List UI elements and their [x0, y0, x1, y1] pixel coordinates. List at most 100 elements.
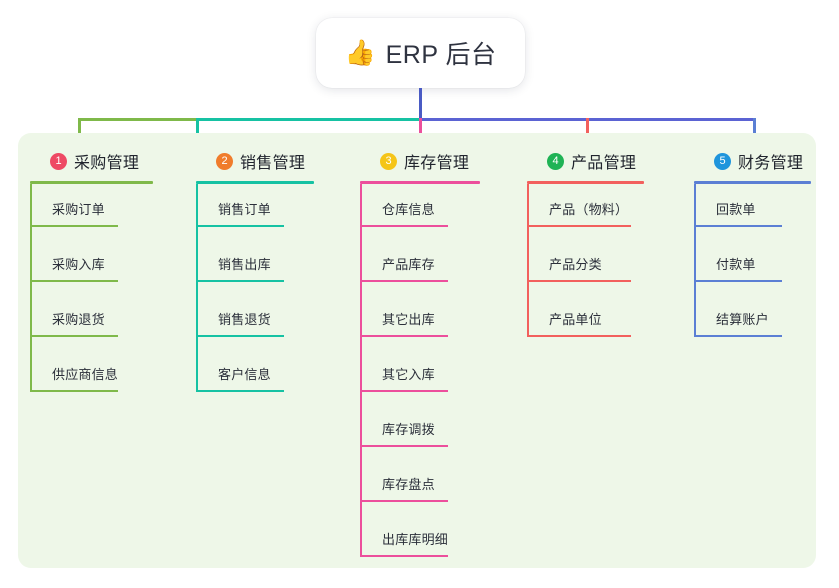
branch-item-label: 其它入库	[382, 367, 435, 382]
branch-item[interactable]: 库存调拨	[360, 404, 480, 459]
branch-item[interactable]: 采购入库	[30, 239, 153, 294]
branch-item-label: 产品单位	[549, 312, 602, 327]
branch-item[interactable]: 结算账户	[694, 294, 811, 349]
branch-trunk-line	[30, 184, 32, 392]
branch-item-underline	[360, 225, 448, 227]
branch-item[interactable]: 其它出库	[360, 294, 480, 349]
branch-item-label: 采购入库	[52, 257, 105, 272]
branch-item-label: 采购订单	[52, 202, 105, 217]
column-underline	[694, 181, 811, 184]
column-underline	[360, 181, 480, 184]
branch-item-label: 产品（物料）	[549, 202, 629, 217]
thumbs-up-icon: 👍	[344, 38, 376, 67]
column-header-5[interactable]: 5 财务管理	[694, 146, 811, 176]
branch-item-underline	[196, 335, 284, 337]
column-header-4[interactable]: 4 产品管理	[527, 146, 644, 176]
branch-item-underline	[360, 500, 448, 502]
column-header-1[interactable]: 1 采购管理	[30, 146, 153, 176]
branch-list: 产品（物料） 产品分类产品单位	[527, 184, 644, 349]
column-title-label: 库存管理	[404, 155, 470, 172]
branch-list: 回款单付款单结算账户	[694, 184, 811, 349]
branch-item-underline	[360, 445, 448, 447]
branch-item[interactable]: 其它入库	[360, 349, 480, 404]
branch-item-label: 产品分类	[549, 257, 602, 272]
branch-item[interactable]: 采购退货	[30, 294, 153, 349]
branch-item-label: 供应商信息	[52, 367, 119, 382]
branch-item[interactable]: 产品分类	[527, 239, 644, 294]
branch-item-underline	[694, 335, 782, 337]
branch-item-underline	[527, 280, 631, 282]
branch-item-underline	[30, 225, 118, 227]
branch-item-underline	[30, 390, 118, 392]
column-badge-1: 1	[50, 152, 67, 170]
branch-item[interactable]: 出库库明细	[360, 514, 480, 569]
column-badge-4: 4	[547, 152, 564, 170]
branch-item-underline	[360, 335, 448, 337]
branch-item-label: 付款单	[716, 257, 756, 272]
column-title-label: 财务管理	[738, 155, 804, 172]
branch-item-label: 客户信息	[218, 367, 271, 382]
branch-item-label: 回款单	[716, 202, 756, 217]
branch-item[interactable]: 销售退货	[196, 294, 314, 349]
branch-item[interactable]: 仓库信息	[360, 184, 480, 239]
root-node-erp-backend[interactable]: 👍 ERP 后台	[316, 18, 525, 88]
branch-item-underline	[360, 280, 448, 282]
branch-item-label: 结算账户	[716, 312, 769, 327]
branch-item[interactable]: 采购订单	[30, 184, 153, 239]
branch-item-label: 出库库明细	[382, 532, 449, 547]
branch-item[interactable]: 销售订单	[196, 184, 314, 239]
branch-item-underline	[196, 225, 284, 227]
branch-item-label: 销售出库	[218, 257, 271, 272]
column-badge-2: 2	[216, 152, 233, 170]
branch-list: 销售订单销售出库销售退货客户信息	[196, 184, 314, 404]
column-title-label: 采购管理	[74, 155, 140, 172]
branch-item[interactable]: 付款单	[694, 239, 811, 294]
column-产品管理: 4 产品管理产品（物料） 产品分类产品单位	[527, 146, 644, 349]
branch-trunk-line	[527, 184, 529, 337]
branch-item-underline	[30, 335, 118, 337]
branch-item-underline	[694, 225, 782, 227]
column-underline	[196, 181, 314, 184]
branch-item-underline	[196, 390, 284, 392]
branch-item[interactable]: 供应商信息	[30, 349, 153, 404]
connector-bus-teal	[196, 118, 420, 121]
branch-item-label: 库存盘点	[382, 477, 435, 492]
branch-item[interactable]: 产品（物料）	[527, 184, 644, 239]
branch-item[interactable]: 客户信息	[196, 349, 314, 404]
branch-item[interactable]: 回款单	[694, 184, 811, 239]
branch-item-underline	[196, 280, 284, 282]
branch-item[interactable]: 库存盘点	[360, 459, 480, 514]
root-node-label: ERP 后台	[385, 41, 497, 69]
branch-item-underline	[527, 225, 631, 227]
column-underline	[30, 181, 153, 184]
branch-item-underline	[694, 280, 782, 282]
column-badge-5: 5	[714, 152, 731, 170]
branch-list: 仓库信息产品库存其它出库其它入库库存调拨库存盘点出库库明细	[360, 184, 480, 569]
column-采购管理: 1 采购管理采购订单采购入库采购退货供应商信息	[30, 146, 153, 404]
branch-item-label: 销售退货	[218, 312, 271, 327]
branch-item-label: 采购退货	[52, 312, 105, 327]
branch-item-label: 仓库信息	[382, 202, 435, 217]
connector-bus-green	[78, 118, 197, 121]
branch-trunk-line	[360, 184, 362, 557]
branch-item[interactable]: 产品库存	[360, 239, 480, 294]
branch-trunk-line	[694, 184, 696, 337]
branch-item[interactable]: 销售出库	[196, 239, 314, 294]
branch-item-label: 产品库存	[382, 257, 435, 272]
branch-list: 采购订单采购入库采购退货供应商信息	[30, 184, 153, 404]
branch-item-underline	[527, 335, 631, 337]
branch-item[interactable]: 产品单位	[527, 294, 644, 349]
column-title-label: 产品管理	[571, 155, 637, 172]
branch-item-underline	[30, 280, 118, 282]
branch-item-label: 库存调拨	[382, 422, 435, 437]
branch-item-underline	[360, 390, 448, 392]
branch-item-label: 销售订单	[218, 202, 271, 217]
column-财务管理: 5 财务管理回款单付款单结算账户	[694, 146, 811, 349]
branch-trunk-line	[196, 184, 198, 392]
diagram-panel	[18, 133, 816, 568]
